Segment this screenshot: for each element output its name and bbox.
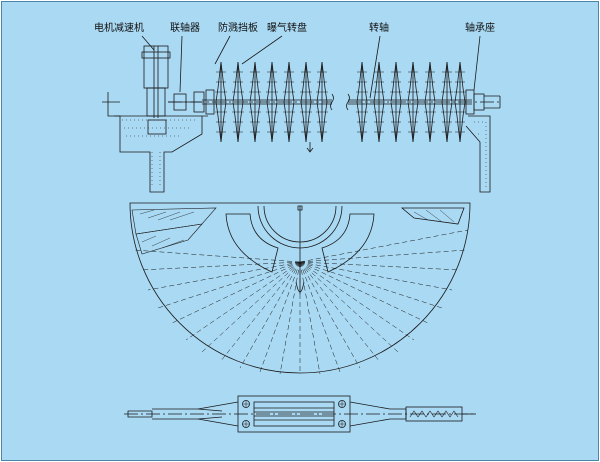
aeration-discs-left	[215, 61, 328, 143]
disc-plan-view	[129, 202, 471, 375]
label-bearing-seat: 轴承座	[465, 23, 495, 34]
elevation-view	[102, 35, 501, 193]
aeration-discs-right	[356, 61, 466, 143]
label-rotating-shaft: 转轴	[369, 23, 389, 34]
label-splash-guard: 防溅挡板	[218, 23, 258, 34]
label-coupling: 联轴器	[170, 23, 200, 34]
shaft-detail-view	[124, 395, 476, 433]
label-motor-reducer: 电机减速机	[94, 23, 144, 34]
label-aeration-disc: 曝气转盘	[267, 23, 307, 34]
